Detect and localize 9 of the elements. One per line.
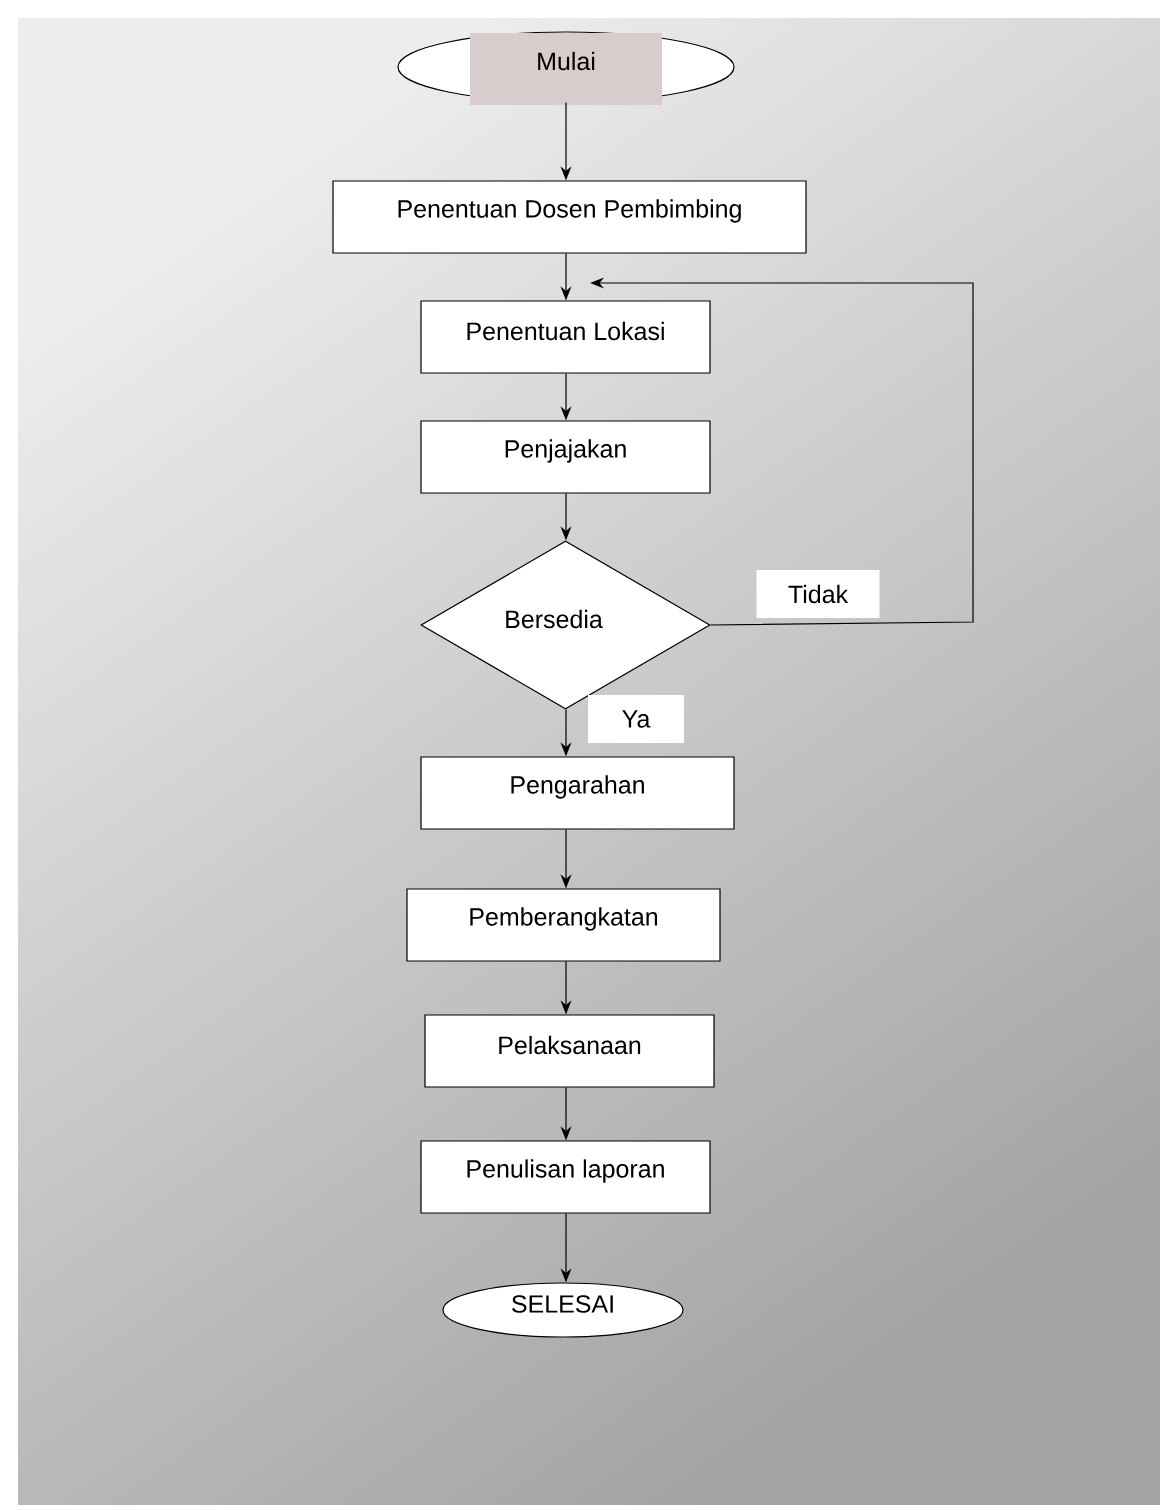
process-box: Penentuan Lokasi	[420, 300, 711, 374]
edge-label: Ya	[588, 695, 684, 743]
process-box: Pemberangkatan	[406, 888, 721, 962]
process-box: Pengarahan	[420, 756, 735, 830]
edge-label: Tidak	[756, 570, 880, 618]
process-box: Pelaksanaan	[424, 1014, 715, 1088]
process-box: Penentuan Dosen Pembimbing	[332, 180, 807, 254]
process-box: Penjajakan	[420, 420, 711, 494]
process-box: Penulisan laporan	[420, 1140, 711, 1214]
